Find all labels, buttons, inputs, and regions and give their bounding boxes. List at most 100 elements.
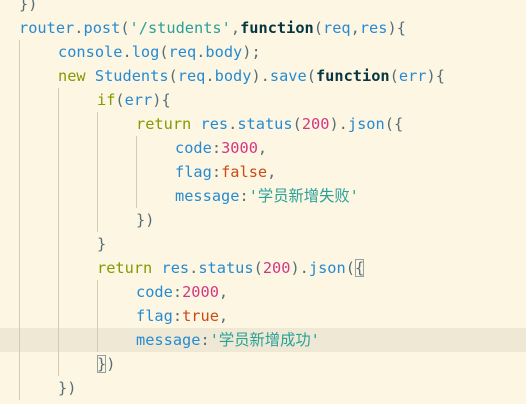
indent-guide <box>58 352 59 376</box>
code-token <box>86 67 95 85</box>
code-text: return res.status(200).json({ <box>97 256 365 280</box>
code-token: , <box>218 283 229 301</box>
code-token: ( <box>389 67 399 85</box>
code-token: ). <box>290 259 309 277</box>
indent-guide <box>19 352 20 376</box>
indent-guide <box>58 304 59 328</box>
code-line[interactable]: flag:true, <box>0 304 526 328</box>
code-token: ){ <box>426 67 445 85</box>
code-token: 3000 <box>221 139 258 157</box>
code-token: flag <box>175 163 212 181</box>
indent-guide <box>97 208 98 232</box>
code-text: flag:false, <box>175 160 276 184</box>
code-token: return <box>97 259 153 277</box>
code-token: '/students' <box>129 19 231 37</box>
code-token: '学员新增失败' <box>248 187 359 205</box>
code-line[interactable]: message:'学员新增失败' <box>0 184 526 208</box>
code-token: router <box>19 19 75 37</box>
code-token: ( <box>253 259 263 277</box>
code-token: ( <box>345 259 355 277</box>
code-line[interactable]: flag:false, <box>0 160 526 184</box>
code-text: return res.status(200).json({ <box>136 112 403 136</box>
indent-guide <box>58 232 59 256</box>
code-token: . <box>228 115 238 133</box>
indent-guide <box>58 112 59 136</box>
code-token: json <box>347 115 385 133</box>
code-token: function <box>315 67 390 85</box>
indent-guide <box>97 136 98 160</box>
code-line[interactable]: if(err){ <box>0 88 526 112</box>
indent-guide <box>19 256 20 280</box>
code-line[interactable]: code:3000, <box>0 136 526 160</box>
indent-guide <box>58 184 59 208</box>
code-token: ( <box>292 115 302 133</box>
code-token: ); <box>242 43 261 61</box>
indent-guide <box>97 184 98 208</box>
code-line[interactable]: }) <box>0 400 526 404</box>
code-line[interactable]: router.post('/students',function(req,res… <box>0 16 526 40</box>
code-text: message:'学员新增成功' <box>136 328 320 352</box>
code-token: . <box>122 43 132 61</box>
code-token: . <box>74 19 84 37</box>
code-token: , <box>218 307 229 325</box>
code-text: }) <box>136 208 154 232</box>
code-token: post <box>83 19 121 37</box>
indent-guide <box>97 280 98 304</box>
indent-guide <box>58 328 59 352</box>
code-line[interactable]: return res.status(200).json({ <box>0 112 526 136</box>
indent-guide <box>136 136 137 160</box>
code-line[interactable]: console.log(req.body); <box>0 40 526 64</box>
code-token: req <box>168 43 197 61</box>
code-line[interactable]: }) <box>0 352 526 376</box>
code-token: ){ <box>152 91 171 109</box>
matched-bracket: } <box>97 355 107 373</box>
indent-guide <box>58 208 59 232</box>
code-token: 2000 <box>182 283 219 301</box>
code-token: , <box>230 19 241 37</box>
code-token: } <box>97 235 107 253</box>
code-text: }) <box>19 400 37 404</box>
code-token: body <box>205 43 243 61</box>
code-line[interactable]: return res.status(200).json({ <box>0 256 526 280</box>
code-line[interactable]: }) <box>0 208 526 232</box>
code-token: err <box>398 67 427 85</box>
code-token: code <box>136 283 173 301</box>
code-token: ). <box>251 67 270 85</box>
current-code-line[interactable]: message:'学员新增成功' <box>0 328 526 352</box>
code-line[interactable]: }) <box>0 376 526 400</box>
code-token: ){ <box>387 19 406 37</box>
code-token: , <box>350 19 360 37</box>
code-token: }) <box>58 379 77 397</box>
code-token: , <box>257 139 268 157</box>
indent-guide <box>19 40 20 64</box>
code-token: : <box>200 331 210 349</box>
indent-guide <box>58 136 59 160</box>
indent-guide <box>19 232 20 256</box>
code-token: }) <box>136 211 155 229</box>
code-token: function <box>240 19 314 37</box>
code-token: console <box>58 43 123 61</box>
indent-guide <box>19 376 20 400</box>
code-token: ( <box>313 19 323 37</box>
code-line[interactable]: code:2000, <box>0 280 526 304</box>
code-text: }) <box>97 352 115 376</box>
indent-guide <box>58 160 59 184</box>
code-token: err <box>124 91 153 109</box>
code-line[interactable]: } <box>0 232 526 256</box>
code-line[interactable]: new Students(req.body).save(function(err… <box>0 64 526 88</box>
code-token: : <box>211 139 222 157</box>
code-token: body <box>214 67 252 85</box>
indent-guide <box>19 328 20 352</box>
code-token: if <box>97 91 116 109</box>
indent-guide <box>19 280 20 304</box>
code-token: }) <box>19 0 38 13</box>
indent-guide <box>19 160 20 184</box>
code-line[interactable]: }) <box>0 0 526 16</box>
code-token: req <box>322 19 351 37</box>
code-token: ) <box>106 355 116 373</box>
indent-guide <box>19 64 20 88</box>
code-token: code <box>175 139 212 157</box>
code-token: '学员新增成功' <box>209 331 320 349</box>
indent-guide <box>136 184 137 208</box>
